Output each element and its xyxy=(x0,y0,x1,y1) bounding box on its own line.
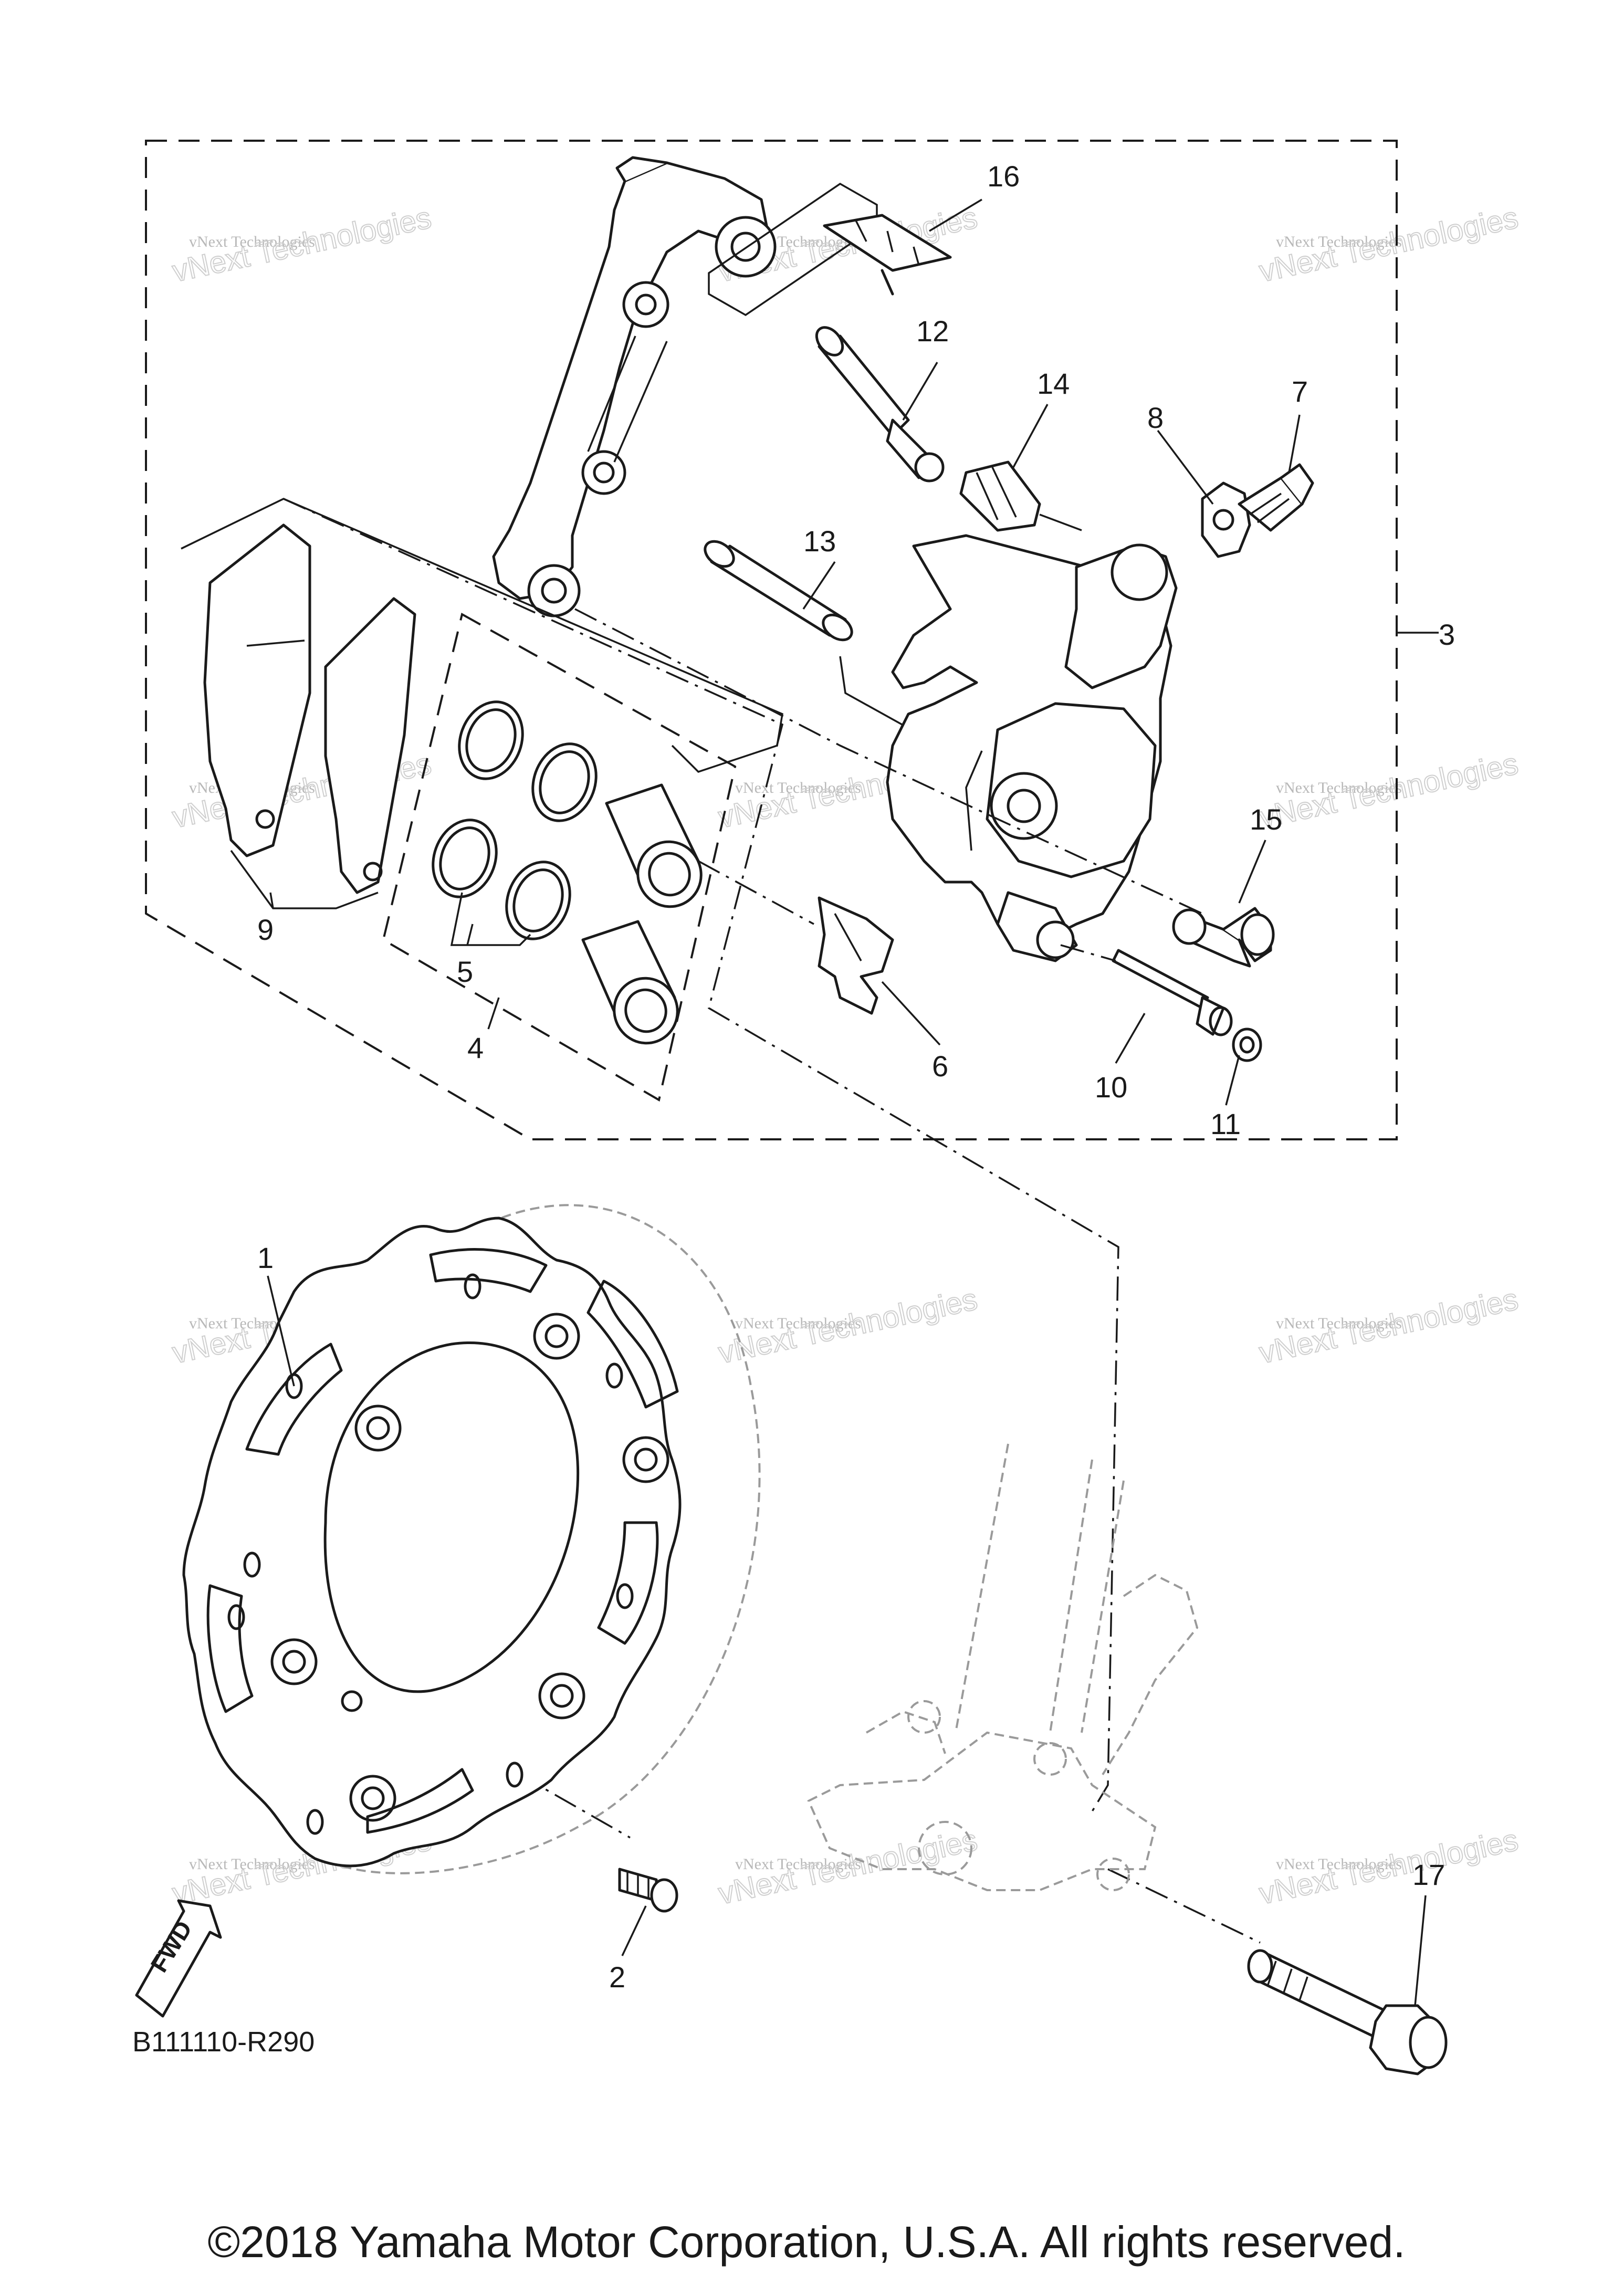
callout-9: 9 xyxy=(257,913,274,946)
watermark: vNext Technologies vNext Technologies xyxy=(169,200,435,289)
pad-pin-10 xyxy=(1112,949,1233,1036)
svg-text:vNext Technologies: vNext Technologies xyxy=(189,1855,315,1873)
copyright-notice: ©2018 Yamaha Motor Corporation, U.S.A. A… xyxy=(207,2217,1406,2267)
watermark: vNext Technologies vNext Technologies xyxy=(1256,746,1522,835)
callout-7: 7 xyxy=(1292,375,1308,408)
brake-pads-9 xyxy=(181,498,783,909)
callout-8: 8 xyxy=(1147,401,1164,434)
watermark: vNext Technologies vNext Technologies xyxy=(1256,1822,1522,1912)
piston-group-boundary xyxy=(382,612,737,1102)
caliper-bracket xyxy=(492,156,777,617)
callout-12: 12 xyxy=(916,314,949,348)
callouts: 16 12 14 8 7 13 3 15 9 5 4 6 10 11 1 2 1… xyxy=(257,160,1455,1994)
caliper-assembly-boundary xyxy=(145,140,1398,1140)
assembly-line xyxy=(283,498,1119,1812)
disc-screw-2 xyxy=(618,1868,678,1913)
svg-text:vNext Technologies: vNext Technologies xyxy=(735,1855,861,1873)
callout-13: 13 xyxy=(803,525,836,558)
piston-seals-5 xyxy=(432,700,598,946)
callout-4: 4 xyxy=(467,1031,484,1064)
callout-16: 16 xyxy=(987,160,1020,193)
assembly-line xyxy=(574,608,1203,915)
callout-10: 10 xyxy=(1095,1071,1127,1104)
svg-text:vNext Technologies: vNext Technologies xyxy=(735,1315,861,1332)
leader-lines xyxy=(267,198,1439,2006)
caliper-bolt-15 xyxy=(1172,907,1275,968)
brake-disc-1 xyxy=(182,1204,761,1874)
slide-pin-12 xyxy=(815,326,945,483)
watermark: vNext Technologies vNext Technologies xyxy=(715,1822,981,1912)
callout-11: 11 xyxy=(1210,1107,1241,1140)
callout-5: 5 xyxy=(457,955,473,988)
callout-2: 2 xyxy=(609,1960,625,1994)
diagram-reference-code: B111110-R290 xyxy=(132,2026,315,2058)
watermark: vNext Technologies vNext Technologies xyxy=(715,1282,981,1371)
watermark: vNext Technologies vNext Technologies xyxy=(1256,200,1522,289)
svg-text:vNext Technologies: vNext Technologies xyxy=(189,233,315,250)
bleed-screw-7 xyxy=(1238,463,1314,532)
boot-14 xyxy=(959,460,1082,532)
svg-text:vNext Technologies: vNext Technologies xyxy=(1276,1855,1402,1873)
callout-15: 15 xyxy=(1250,803,1282,836)
assembly-line xyxy=(1060,944,1116,962)
assembly-line xyxy=(1107,1868,1261,1944)
pistons-4 xyxy=(581,783,703,1045)
callout-17: 17 xyxy=(1412,1858,1445,1891)
callout-14: 14 xyxy=(1037,367,1070,400)
callout-3: 3 xyxy=(1439,618,1455,651)
plug-11 xyxy=(1232,1028,1262,1062)
callout-1: 1 xyxy=(257,1241,274,1274)
svg-text:vNext Technologies: vNext Technologies xyxy=(735,779,861,796)
slide-pin-13 xyxy=(704,540,988,773)
pad-spring-16 xyxy=(708,182,952,317)
caliper-body xyxy=(886,534,1178,962)
bolt-17 xyxy=(1247,1949,1448,2075)
fwd-arrow-icon: FWD xyxy=(135,1899,222,2018)
svg-text:vNext Technologies: vNext Technologies xyxy=(1276,233,1402,250)
assembly-line xyxy=(698,860,814,925)
pad-clip-6 xyxy=(818,896,894,1015)
union-bolt-8 xyxy=(1201,481,1251,558)
svg-text:vNext Technologies: vNext Technologies xyxy=(1276,779,1402,796)
svg-text:vNext Technologies: vNext Technologies xyxy=(1276,1315,1402,1332)
callout-6: 6 xyxy=(932,1050,948,1083)
front-fork-outline xyxy=(807,1443,1199,1891)
watermark: vNext Technologies vNext Technologies xyxy=(1256,1282,1522,1371)
